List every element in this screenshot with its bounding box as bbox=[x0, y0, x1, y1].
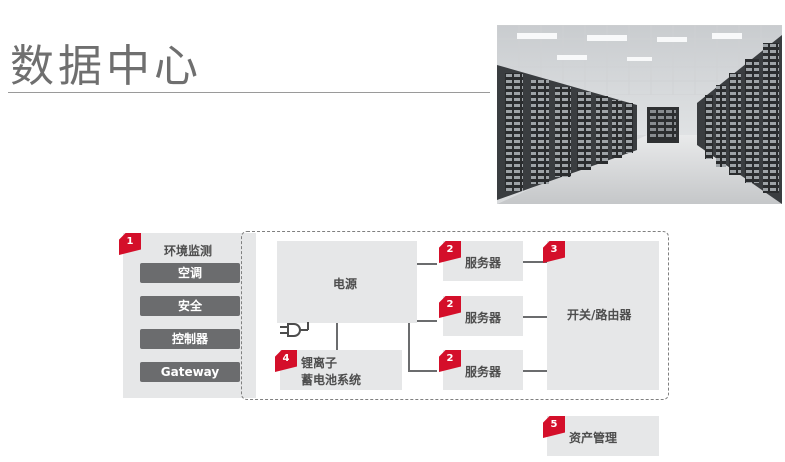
env-item-aircon: 空调 bbox=[140, 263, 240, 283]
env-heading: 环境监测 bbox=[164, 244, 213, 258]
power-server3-connector bbox=[408, 370, 437, 372]
power-box bbox=[277, 241, 417, 323]
battery-box bbox=[280, 350, 402, 390]
badge-2b: 2 bbox=[439, 296, 461, 318]
server1-switch-connector bbox=[523, 261, 547, 263]
power-server2-connector bbox=[417, 320, 437, 322]
datacenter-photo bbox=[497, 25, 782, 204]
badge-3: 3 bbox=[543, 241, 565, 263]
server-label-1: 服务器 bbox=[465, 256, 502, 270]
power-server3-vertical bbox=[408, 323, 410, 371]
switch-router-box bbox=[547, 241, 659, 390]
badge-2c: 2 bbox=[439, 350, 461, 372]
server-label-2: 服务器 bbox=[465, 311, 502, 325]
env-item-controller: 控制器 bbox=[140, 329, 240, 349]
page-title: 数据中心 bbox=[10, 41, 202, 92]
server3-switch-connector bbox=[523, 370, 547, 372]
badge-2: 2 bbox=[439, 241, 461, 263]
title-underline bbox=[8, 92, 490, 93]
switch-router-label: 开关/路由器 bbox=[567, 308, 632, 322]
battery-label-1: 锂离子 bbox=[301, 356, 338, 370]
asset-management-box bbox=[547, 416, 659, 456]
plug-icon bbox=[280, 322, 309, 337]
power-label: 电源 bbox=[333, 277, 358, 291]
datacenter-boundary bbox=[241, 231, 669, 400]
power-battery-connector bbox=[336, 323, 338, 350]
power-server1-connector bbox=[417, 263, 437, 265]
env-item-gateway: Gateway bbox=[140, 362, 240, 382]
server2-switch-connector bbox=[523, 316, 547, 318]
battery-label-2: 蓄电池系统 bbox=[301, 373, 362, 387]
asset-management-label: 资产管理 bbox=[569, 431, 618, 445]
badge-5: 5 bbox=[543, 416, 565, 438]
badge-4: 4 bbox=[275, 350, 297, 372]
server-label-3: 服务器 bbox=[465, 365, 502, 379]
env-item-security: 安全 bbox=[140, 296, 240, 316]
badge-1: 1 bbox=[119, 233, 141, 255]
